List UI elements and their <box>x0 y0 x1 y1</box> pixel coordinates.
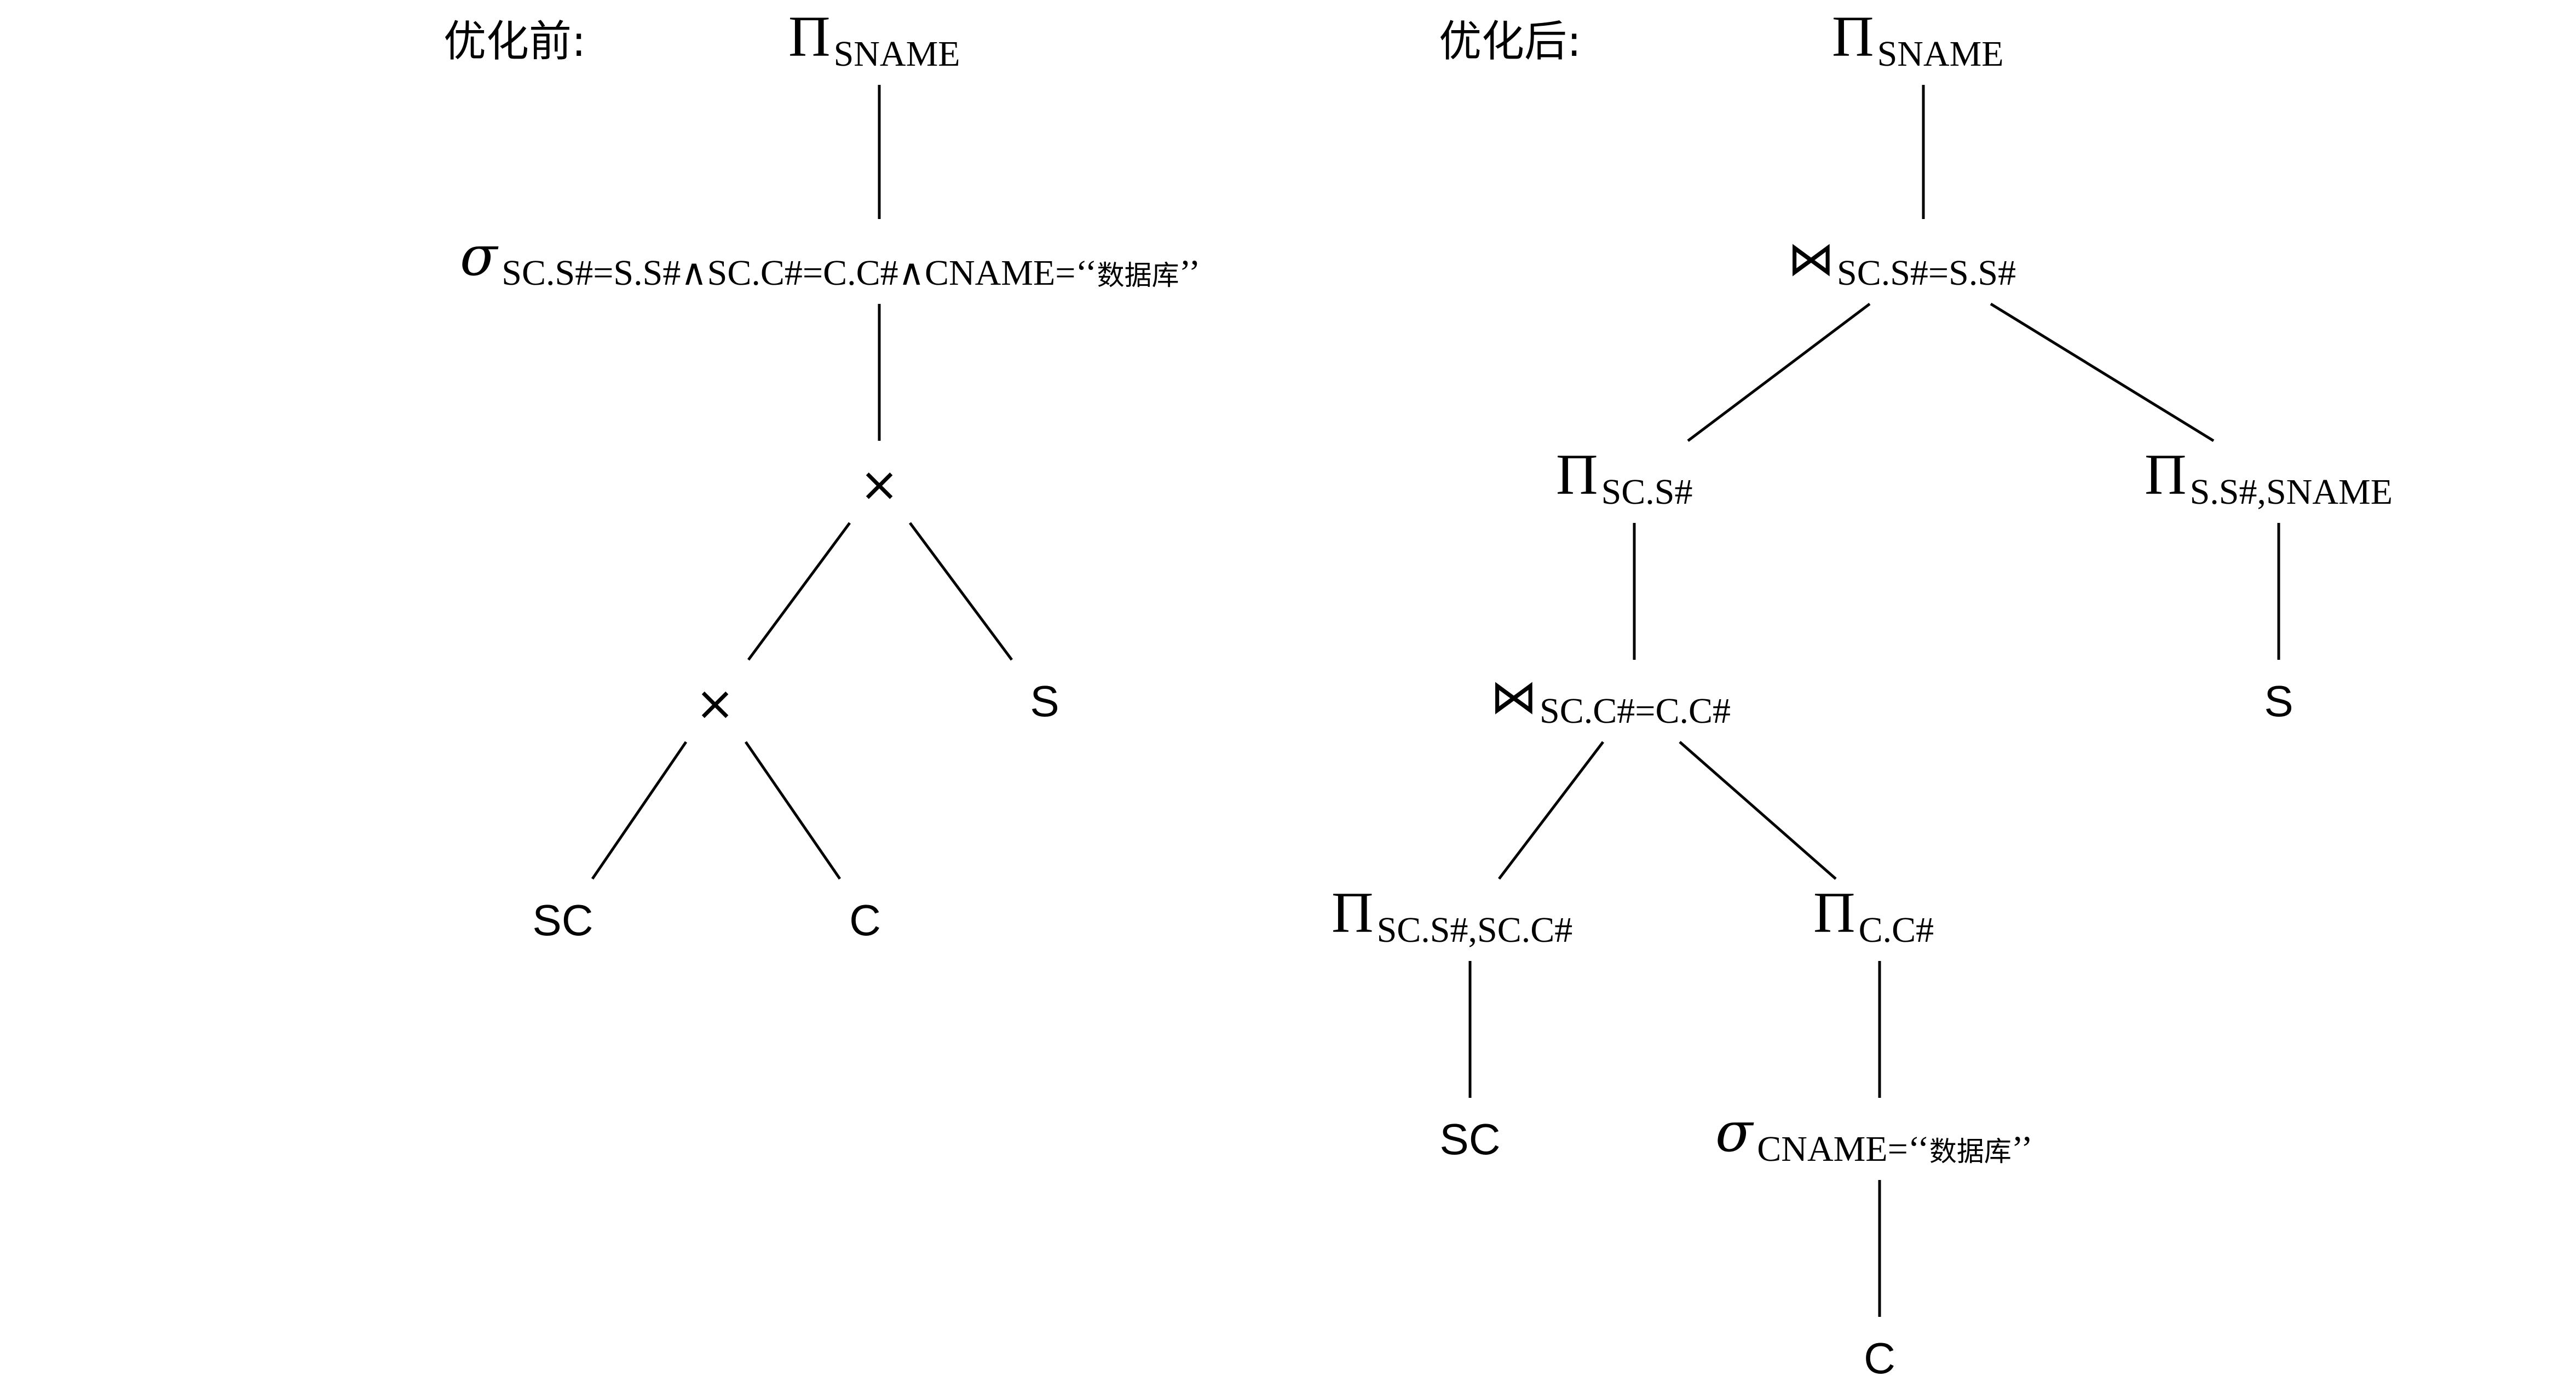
after-projection-sc: ΠSC.S#,SC.C# <box>1332 880 1572 950</box>
selection-condition-value: 数据库 <box>1929 1136 2012 1167</box>
projection-subscript: SC.S#,SC.C# <box>1377 910 1573 950</box>
join-condition: SC.C#=C.C# <box>1540 691 1731 731</box>
projection-subscript: SNAME <box>834 34 960 74</box>
before-product-top: × <box>860 457 899 512</box>
before-relation-c: C <box>849 896 881 945</box>
after-join-top: ⋈SC.S#=S.S# <box>1788 232 2016 293</box>
caption-before: 优化前: <box>443 17 586 66</box>
join-condition: SC.S#=S.S# <box>1837 253 2016 293</box>
selection-symbol: σ <box>1715 1100 1754 1164</box>
selection-condition-close-quote: ’’ <box>1179 253 1201 293</box>
selection-symbol: σ <box>460 224 499 288</box>
projection-subscript: S.S#,SNAME <box>2190 472 2393 512</box>
projection-symbol: Π <box>788 4 831 68</box>
after-relation-c: C <box>1864 1334 1895 1383</box>
projection-symbol: Π <box>1332 880 1374 945</box>
after-optimization-tree: 优化后: ΠSNAME ⋈SC.S#=S.S# ΠSC.S# ΠS.S#,SNA… <box>1332 4 2393 1383</box>
before-relation-sc: SC <box>532 896 593 945</box>
projection-symbol: Π <box>1813 880 1855 945</box>
edge-after-join-projection-s <box>1990 302 2215 442</box>
selection-condition: CNAME=‘‘ <box>1757 1129 1929 1169</box>
selection-condition-value: 数据库 <box>1097 260 1179 291</box>
after-projection-sc-s: ΠSC.S# <box>1556 442 1693 512</box>
caption-after: 优化后: <box>1439 17 1581 66</box>
projection-symbol: Π <box>1832 4 1874 68</box>
selection-condition-close-quote: ’’ <box>2012 1129 2033 1169</box>
edge-before-product-c <box>744 741 842 880</box>
edge-before-product-sc <box>591 741 688 880</box>
after-join-bottom: ⋈SC.C#=C.C# <box>1490 670 1731 731</box>
join-symbol: ⋈ <box>1490 670 1537 724</box>
join-symbol: ⋈ <box>1788 232 1835 286</box>
before-product-bottom: × <box>695 676 735 731</box>
projection-subscript: SNAME <box>1877 34 2004 74</box>
edge-after-join-projection-sc <box>1498 741 1604 880</box>
after-relation-sc: SC <box>1439 1115 1500 1164</box>
edge-before-product-s <box>908 522 1013 661</box>
after-projection-c: ΠC.C# <box>1813 880 1934 950</box>
selection-condition: SC.S#=S.S#∧SC.C#=C.C#∧CNAME=‘‘ <box>502 253 1097 293</box>
after-projection-s: ΠS.S#,SNAME <box>2145 442 2393 512</box>
projection-subscript: SC.S# <box>1601 472 1693 512</box>
before-root-projection: ΠSNAME <box>788 4 960 74</box>
projection-symbol: Π <box>2145 442 2187 506</box>
edge-before-product-product <box>747 522 851 661</box>
projection-symbol: Π <box>1556 442 1598 506</box>
before-relation-s: S <box>1030 677 1059 726</box>
after-relation-s: S <box>2264 677 2293 726</box>
projection-subscript: C.C# <box>1859 910 1934 950</box>
after-root-projection: ΠSNAME <box>1832 4 2004 74</box>
edge-after-join-projection-sc-s <box>1687 303 1871 442</box>
edge-after-join-projection-c <box>1679 741 1837 880</box>
